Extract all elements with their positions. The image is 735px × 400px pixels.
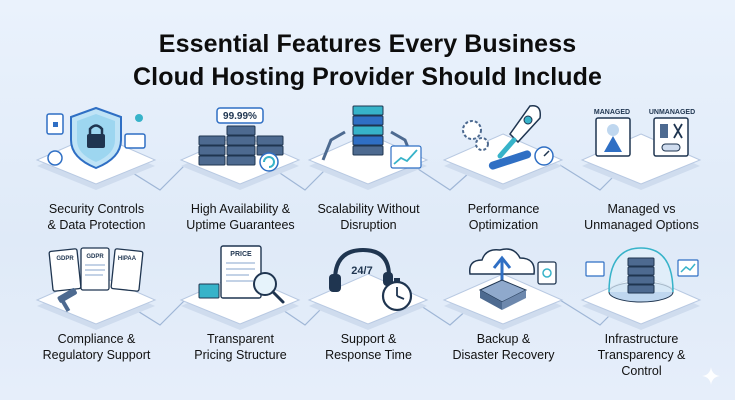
feature-label: Performance Optimization <box>467 202 540 232</box>
infrastructure-dome-icon <box>580 247 702 330</box>
feature-card-infrastructure: Infrastructure Transparency & Control <box>568 240 715 390</box>
managed-unmanaged-icon: MANAGED UNMANAGED <box>580 109 702 190</box>
sparkle-icon <box>702 367 720 385</box>
title-line-2: Cloud Hosting Provider Should Include <box>133 63 602 91</box>
shield-lock-icon <box>35 106 157 190</box>
support-hours-badge: 24/7 <box>351 265 372 277</box>
feature-card-performance: Performance Optimization <box>430 100 577 250</box>
feature-label: High Availability & Uptime Guarantees <box>186 202 295 232</box>
scaling-server-icon <box>307 105 429 190</box>
pricing-magnifier-icon: PRICE <box>179 245 301 330</box>
headset-stopwatch-icon: 24/7 <box>307 247 429 330</box>
feature-card-support: 24/7 Support & Response Time <box>295 240 442 390</box>
feature-card-availability: 99.99% High Availability & Uptime Guaran… <box>167 100 314 250</box>
backup-cloud-icon <box>442 248 564 330</box>
feature-card-pricing: PRICE Transparent Pricing Structure <box>167 240 314 390</box>
doc-label: GDPR <box>86 254 104 260</box>
feature-card-compliance: GDPR GDPR HIPAA Compliance & Regulatory … <box>23 240 170 390</box>
doc-label: HIPAA <box>118 256 137 262</box>
title-line-1: Essential Features Every Business <box>158 30 577 58</box>
feature-card-security: Security Controls & Data Protection <box>23 100 170 250</box>
feature-label: Backup & Disaster Recovery <box>452 332 555 362</box>
uptime-badge: 99.99% <box>223 111 257 122</box>
feature-label: Compliance & Regulatory Support <box>42 332 151 362</box>
feature-card-scalability: Scalability Without Disruption <box>295 100 442 250</box>
server-stack-uptime-icon: 99.99% <box>179 107 301 190</box>
price-sheet-title: PRICE <box>230 251 252 258</box>
feature-label: Scalability Without Disruption <box>317 202 420 232</box>
rocket-gauge-icon <box>442 105 564 190</box>
feature-card-managed: MANAGED UNMANAGED Managed vs Unmanaged O… <box>568 100 715 250</box>
unmanaged-tag: UNMANAGED <box>649 109 695 116</box>
page-title: Essential Features Every Business Cloud … <box>0 28 735 94</box>
feature-label: Security Controls & Data Protection <box>47 202 146 232</box>
feature-label: Infrastructure Transparency & Control <box>597 332 686 378</box>
feature-card-backup: Backup & Disaster Recovery <box>430 240 577 390</box>
feature-label: Support & Response Time <box>325 332 412 362</box>
doc-label: GDPR <box>56 256 74 262</box>
feature-label: Managed vs Unmanaged Options <box>584 202 699 232</box>
compliance-documents-icon: GDPR GDPR HIPAA <box>35 247 157 330</box>
feature-label: Transparent Pricing Structure <box>194 332 287 362</box>
managed-tag: MANAGED <box>594 109 630 116</box>
